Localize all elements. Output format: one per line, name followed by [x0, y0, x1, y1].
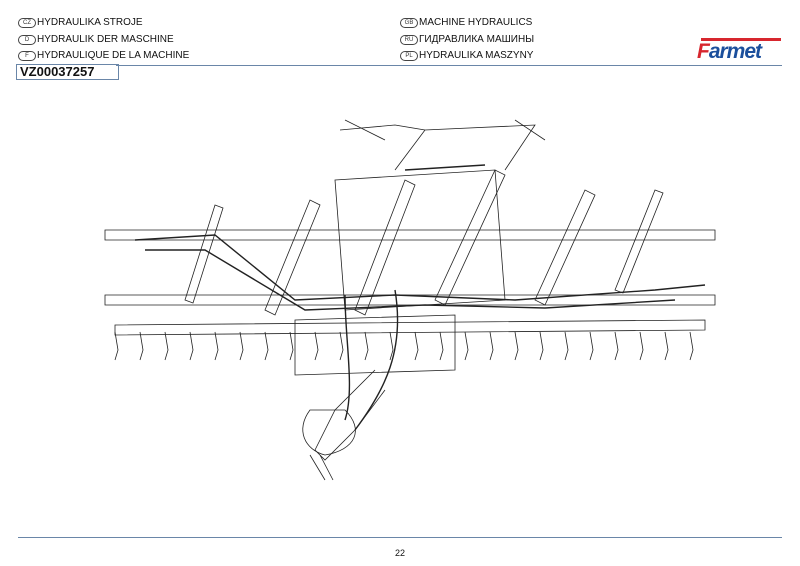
tine: [389, 331, 394, 361]
tine: [514, 331, 519, 361]
title-text: MACHINE HYDRAULICS: [419, 17, 533, 28]
tine: [639, 331, 644, 361]
tine: [314, 331, 319, 361]
tine: [139, 331, 144, 361]
header-divider: [116, 65, 782, 66]
farmet-logo: Farmet: [697, 38, 783, 64]
tine: [239, 331, 244, 361]
tine: [614, 331, 619, 361]
part-code: VZ00037257: [16, 64, 119, 80]
tine: [689, 331, 694, 361]
title-text: HYDRAULIKA MASZYNY: [419, 50, 534, 61]
tine: [564, 331, 569, 361]
lang-badge-gb: GB: [400, 17, 418, 28]
title-text: HYDRAULIQUE DE LA MACHINE: [37, 50, 190, 61]
tine: [414, 331, 419, 361]
logo-text: Farmet: [697, 40, 762, 63]
tine: [114, 331, 119, 361]
lang-badge-f: F: [18, 50, 36, 61]
logo-bar: [701, 38, 781, 41]
tine: [664, 331, 669, 361]
title-text: HYDRAULIK DER MASCHINE: [37, 34, 174, 45]
title-text: ГИДРАВЛИКА МАШИНЫ: [419, 34, 535, 45]
tine: [339, 331, 344, 361]
lang-badge-cz: CZ: [18, 17, 36, 28]
machine-hydraulics-drawing: [104, 119, 716, 481]
page-number: 22: [394, 548, 405, 558]
tine: [164, 331, 169, 361]
tine: [539, 331, 544, 361]
lang-badge-pl: PL: [400, 50, 418, 61]
tine: [189, 331, 194, 361]
tine: [489, 331, 494, 361]
tine: [464, 331, 469, 361]
tine: [364, 331, 369, 361]
lang-badge-d: D: [18, 34, 36, 45]
tine: [589, 331, 594, 361]
tine: [439, 331, 444, 361]
lang-badge-ru: RU: [400, 34, 418, 45]
tine: [214, 331, 219, 361]
footer-divider: [18, 537, 782, 538]
tine: [264, 331, 269, 361]
title-text: HYDRAULIKA STROJE: [37, 17, 143, 28]
tine: [289, 331, 294, 361]
